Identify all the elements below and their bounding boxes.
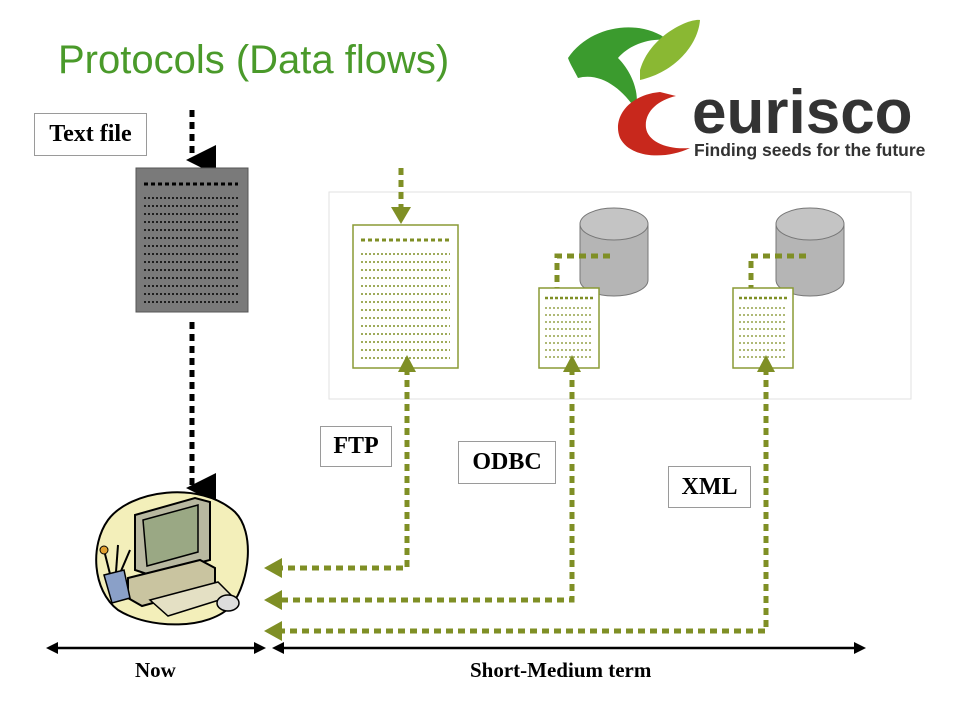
xml-document-icon bbox=[732, 287, 794, 369]
logo-tagline: Finding seeds for the future bbox=[694, 140, 926, 160]
ftp-flow-left-arrowhead bbox=[264, 558, 282, 578]
server-group-frame bbox=[328, 191, 912, 400]
text-file-document-icon bbox=[135, 167, 249, 313]
odbc-label: ODBC bbox=[458, 441, 556, 484]
timeline-short-medium-arrow bbox=[272, 642, 866, 654]
xml-flow-line bbox=[282, 368, 769, 634]
odbc-flow-up-arrowhead bbox=[563, 355, 581, 372]
odbc-flow-left-arrowhead bbox=[264, 590, 282, 610]
xml-label: XML bbox=[668, 466, 751, 508]
odbc-document-icon bbox=[538, 287, 600, 369]
odbc-database-icon bbox=[579, 207, 649, 297]
computer-icon bbox=[95, 491, 249, 626]
xml-flow-left-arrowhead bbox=[264, 621, 282, 641]
page-title: Protocols (Data flows) bbox=[58, 38, 450, 82]
ftp-inflow-arrowhead bbox=[391, 207, 411, 224]
odbc-db-to-doc-arrow bbox=[554, 253, 610, 292]
ftp-flow-up-arrowhead bbox=[398, 355, 416, 372]
timeline-now-label: Now bbox=[135, 658, 176, 682]
xml-flow-up-arrowhead bbox=[757, 355, 775, 372]
text-file-label: Text file bbox=[34, 113, 147, 156]
xml-db-to-doc-arrow bbox=[748, 253, 806, 292]
ftp-document-icon bbox=[352, 224, 459, 369]
xml-database-icon bbox=[775, 207, 845, 297]
odbc-flow-line bbox=[282, 368, 575, 603]
ftp-label: FTP bbox=[320, 426, 392, 467]
timeline-now-arrow bbox=[46, 642, 266, 654]
timeline-short-medium-label: Short-Medium term bbox=[470, 658, 652, 682]
eurisco-logo-icon bbox=[568, 19, 700, 156]
logo-wordmark: eurisco bbox=[692, 78, 913, 147]
ftp-flow-line bbox=[282, 368, 410, 571]
